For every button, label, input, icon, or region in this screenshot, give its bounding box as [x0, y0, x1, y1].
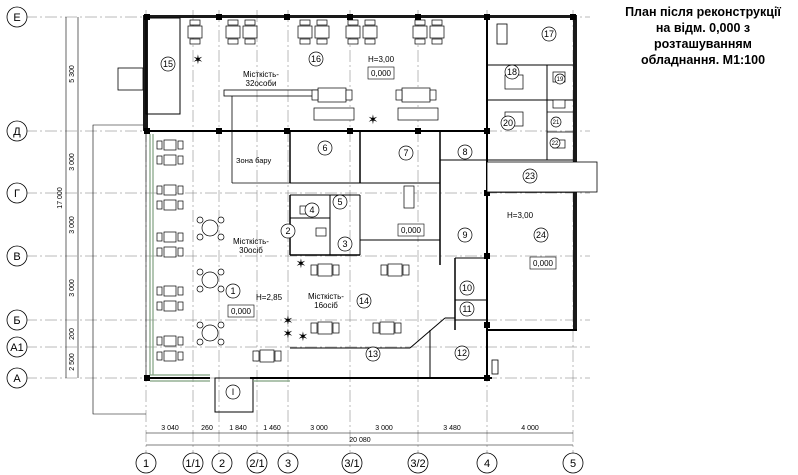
dim-bottom-8: 4 000 — [521, 425, 539, 432]
glazing — [149, 134, 290, 382]
room-5-number: 5 — [337, 197, 342, 207]
svg-text:✶: ✶ — [283, 327, 294, 342]
entry-bubble — [225, 384, 241, 400]
structural-columns — [144, 14, 576, 381]
svg-text:✶: ✶ — [296, 257, 307, 272]
dim-bottom-6: 3 000 — [375, 425, 393, 432]
room-18-number: 18 — [507, 67, 517, 77]
room-24-number: 24 — [536, 230, 546, 240]
elevation-mark-left: 0,000 — [231, 307, 252, 316]
dim-left-4: 3 000 — [69, 279, 76, 297]
room-16-number: 16 — [311, 54, 321, 64]
room-19-number: 19 — [557, 77, 564, 83]
room-14-number: 14 — [359, 296, 369, 306]
height-label-top: Н=3,00 — [368, 55, 395, 64]
elevation-mark-right: 0,000 — [533, 259, 554, 268]
dim-bottom-2: 260 — [201, 425, 213, 432]
height-label-left: Н=2,85 — [256, 293, 283, 302]
capacity-label-left-1: Місткість- — [233, 237, 269, 246]
dim-left-6: 2 500 — [69, 353, 76, 371]
capacity-label-top-2: 32особи — [246, 79, 277, 88]
room-22-number: 22 — [552, 141, 559, 147]
axis-bubbles-left — [6, 6, 28, 389]
room-8-number: 8 — [462, 147, 467, 157]
svg-text:✶: ✶ — [368, 113, 379, 128]
title-line-4: обладнання. М1:100 — [640, 53, 766, 67]
title-line-2: на відм. 0,000 з — [655, 21, 751, 35]
dim-bottom-7: 3 480 — [443, 425, 461, 432]
axis-bubbles-bottom — [135, 452, 584, 474]
capacity-label-mid-2: 16осіб — [314, 301, 338, 310]
terrace-outline — [92, 124, 147, 415]
height-label-right: Н=3,00 — [507, 211, 534, 220]
dim-left-total: 17 000 — [57, 187, 64, 209]
room-2-number: 2 — [285, 226, 290, 236]
room-3-number: 3 — [342, 239, 347, 249]
room-4-number: 4 — [309, 205, 314, 215]
title-line-3: розташуванням — [654, 37, 752, 51]
room-1-number: 1 — [230, 286, 235, 296]
window-openings — [117, 23, 598, 375]
dim-left-5: 200 — [69, 328, 76, 340]
dim-bottom-1: 3 040 — [161, 425, 179, 432]
title-line-1: План після реконструкції — [625, 5, 781, 19]
dim-bottom-3: 1 840 — [229, 425, 247, 432]
axis-label-4: 4 — [484, 458, 490, 470]
room-21-number: 21 — [553, 120, 560, 126]
axis-label-1: 1 — [143, 458, 149, 470]
elevation-mark-center: 0,000 — [401, 226, 422, 235]
drawing-title: План після реконструкції на відм. 0,000 … — [612, 4, 794, 68]
axis-label-v: В — [13, 251, 20, 263]
dim-left-3: 3 000 — [69, 216, 76, 234]
room-11-number: 11 — [462, 304, 471, 314]
svg-text:✶: ✶ — [298, 330, 309, 345]
room-20-number: 20 — [503, 118, 513, 128]
svg-text:✶: ✶ — [193, 53, 204, 68]
bar-zone-label: Зона бару — [236, 156, 271, 165]
room-17-number: 17 — [544, 29, 554, 39]
axis-label-3: 3 — [285, 458, 291, 470]
dim-bottom-total: 20 080 — [349, 437, 371, 444]
room-bubbles — [160, 26, 566, 362]
capacity-label-mid-1: Місткість- — [308, 292, 344, 301]
room-13-number: 13 — [368, 349, 378, 359]
room-23-number: 23 — [525, 171, 535, 181]
axis-label-b: Б — [13, 315, 20, 327]
elevation-mark-top: 0,000 — [371, 69, 392, 78]
dimension-lines — [65, 17, 573, 446]
dim-bottom-5: 3 000 — [310, 425, 328, 432]
room-12-number: 12 — [457, 348, 467, 358]
room-9-number: 9 — [462, 230, 467, 240]
furniture — [156, 19, 566, 363]
svg-text:✶: ✶ — [283, 314, 294, 329]
capacity-label-top-1: Місткість- — [243, 70, 279, 79]
axis-label-1-1: 1/1 — [185, 458, 200, 470]
room-6-number: 6 — [322, 143, 327, 153]
axis-label-a: А — [13, 373, 21, 385]
room-7-number: 7 — [403, 148, 408, 158]
axis-label-5: 5 — [570, 458, 576, 470]
axis-label-3-1: 3/1 — [344, 458, 359, 470]
axis-label-a1: А1 — [10, 342, 23, 354]
axis-label-e: Е — [13, 12, 20, 24]
axis-label-d: Д — [13, 126, 21, 138]
capacity-label-left-2: 30осіб — [239, 246, 263, 255]
axis-label-g: Г — [14, 188, 20, 200]
axis-label-3-2: 3/2 — [410, 458, 425, 470]
star-marks: ✶ ✶ ✶ ✶ ✶ ✶ — [193, 53, 379, 345]
axis-label-2: 2 — [219, 458, 225, 470]
dim-left-1: 5 300 — [69, 65, 76, 83]
dim-left-2: 3 000 — [69, 153, 76, 171]
room-15-number: 15 — [163, 59, 173, 69]
elevation-boxes — [227, 66, 557, 318]
axis-label-2-1: 2/1 — [249, 458, 264, 470]
dim-bottom-4: 1 460 — [263, 425, 281, 432]
entry-label: І — [232, 387, 235, 397]
room-10-number: 10 — [462, 283, 472, 293]
